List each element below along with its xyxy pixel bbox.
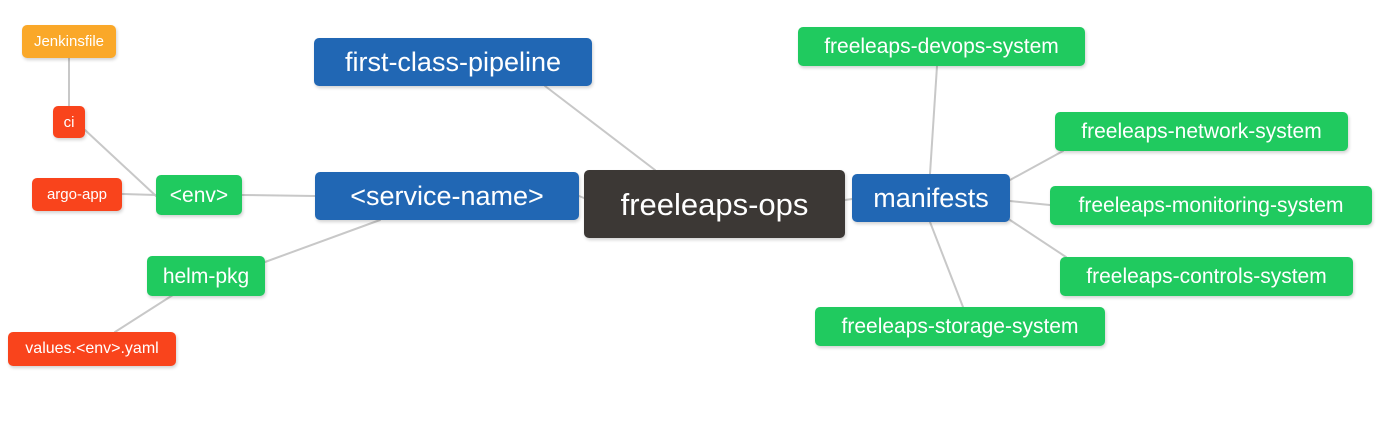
node-label: <service-name>: [350, 180, 544, 211]
edge-freeleaps-storage-system-to-manifests: [929, 221, 964, 308]
node-values-yaml[interactable]: values.<env>.yaml: [8, 332, 176, 366]
node-label: manifests: [873, 182, 989, 213]
edge-argo-app-to-env: [121, 193, 157, 196]
edge-env-to-service-name: [241, 194, 316, 197]
node-freeleaps-devops-system[interactable]: freeleaps-devops-system: [798, 27, 1085, 66]
node-freeleaps-network-system[interactable]: freeleaps-network-system: [1055, 112, 1348, 151]
node-freeleaps-storage-system[interactable]: freeleaps-storage-system: [815, 307, 1105, 346]
node-label: freeleaps-devops-system: [824, 35, 1059, 58]
edge-helm-pkg-to-service-name: [264, 219, 381, 263]
edge-first-class-pipeline-to-freeleaps-ops: [544, 85, 656, 171]
edge-freeleaps-network-system-to-manifests: [1009, 150, 1064, 181]
node-label: freeleaps-storage-system: [841, 315, 1079, 338]
node-label: argo-app: [46, 186, 108, 203]
edge-ci-to-env: [84, 129, 157, 197]
node-jenkinsfile[interactable]: Jenkinsfile: [22, 25, 116, 58]
node-argo-app[interactable]: argo-app: [32, 178, 122, 211]
node-service-name[interactable]: <service-name>: [315, 172, 579, 220]
node-freeleaps-ops[interactable]: freeleaps-ops: [584, 170, 845, 238]
edge-freeleaps-ops-to-manifests: [844, 198, 853, 201]
node-label: freeleaps-controls-system: [1086, 265, 1327, 288]
node-ci[interactable]: ci: [53, 106, 85, 138]
edge-values-yaml-to-helm-pkg: [114, 292, 177, 333]
node-manifests[interactable]: manifests: [852, 174, 1010, 222]
edge-service-name-to-freeleaps-ops: [578, 195, 585, 199]
node-label: helm-pkg: [162, 264, 250, 288]
edge-freeleaps-controls-system-to-manifests: [1009, 219, 1067, 258]
node-helm-pkg[interactable]: helm-pkg: [147, 256, 265, 296]
node-label: first-class-pipeline: [344, 46, 562, 77]
node-label: ci: [63, 113, 75, 131]
node-label: Jenkinsfile: [33, 33, 105, 50]
node-freeleaps-monitoring-system[interactable]: freeleaps-monitoring-system: [1050, 186, 1372, 225]
node-env[interactable]: <env>: [156, 175, 242, 215]
edge-freeleaps-devops-system-to-manifests: [929, 65, 938, 175]
node-label: freeleaps-network-system: [1081, 120, 1322, 143]
node-first-class-pipeline[interactable]: first-class-pipeline: [314, 38, 592, 86]
node-label: values.<env>.yaml: [25, 340, 159, 357]
node-label: freeleaps-ops: [620, 186, 809, 222]
edge-freeleaps-monitoring-system-to-manifests: [1009, 200, 1051, 206]
node-label: <env>: [169, 183, 229, 207]
node-label: freeleaps-monitoring-system: [1078, 194, 1344, 217]
node-freeleaps-controls-system[interactable]: freeleaps-controls-system: [1060, 257, 1353, 296]
